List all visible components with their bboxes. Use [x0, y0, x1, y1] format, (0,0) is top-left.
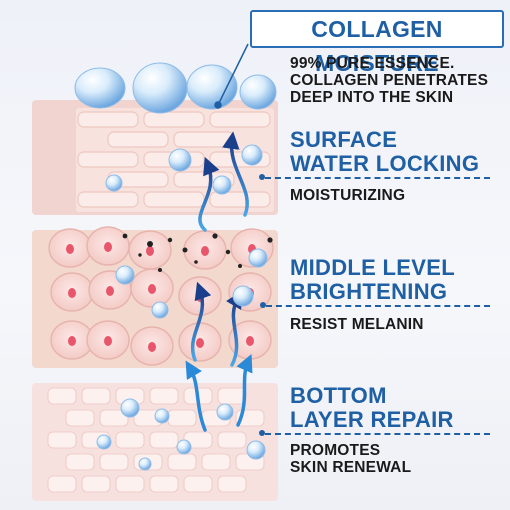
skin-cell — [81, 387, 111, 405]
penetration-arrows — [190, 131, 249, 367]
title-banner: COLLAGEN MOISTURE — [250, 10, 504, 76]
skin-cell — [217, 431, 247, 449]
cell-nucleus — [66, 244, 74, 254]
skin-cell — [201, 453, 231, 471]
water-droplets — [74, 62, 277, 471]
divider — [265, 433, 490, 435]
skin-cell — [99, 453, 129, 471]
skin-cell — [81, 475, 111, 493]
surface-skin-layer — [32, 100, 278, 215]
skin-cell — [143, 111, 205, 128]
skin-cell — [149, 475, 179, 493]
middle-heading: MIDDLE LEVEL BRIGHTENING — [290, 255, 455, 304]
intro-line: COLLAGEN PENETRATES — [290, 72, 489, 89]
skin-cell — [209, 111, 271, 128]
cell-nucleus — [148, 284, 156, 294]
skin-cell — [167, 409, 197, 427]
skin-cell — [47, 431, 77, 449]
skin-cell — [173, 131, 235, 148]
bottom-desc: PROMOTES SKIN RENEWAL — [290, 442, 412, 476]
cell-nucleus — [104, 336, 112, 346]
middle-skin-layer — [32, 226, 278, 368]
skin-cell — [149, 387, 179, 405]
skin-cell — [143, 191, 205, 208]
skin-cell — [183, 475, 213, 493]
skin-cell — [167, 453, 197, 471]
skin-cell — [115, 475, 145, 493]
intro-text: 99% PURE ESSENCE. COLLAGEN PENETRATES DE… — [290, 55, 488, 106]
intro-line: 99% PURE ESSENCE. — [290, 55, 455, 72]
skin-cell — [209, 191, 271, 208]
cell-nucleus — [146, 246, 154, 256]
skin-cell — [77, 191, 139, 208]
intro-line: DEEP INTO THE SKIN — [290, 89, 454, 106]
bottom-skin-layer — [32, 383, 278, 501]
cell-nucleus — [148, 342, 156, 352]
skin-cell — [65, 453, 95, 471]
skin-cell — [47, 475, 77, 493]
cell-nucleus — [246, 336, 254, 346]
surface-desc: MOISTURIZING — [290, 187, 406, 204]
skin-cell — [47, 387, 77, 405]
skin-cell — [115, 431, 145, 449]
bottom-heading: BOTTOM LAYER REPAIR — [290, 383, 454, 432]
surface-heading: SURFACE WATER LOCKING — [290, 127, 480, 176]
skin-cell — [149, 431, 179, 449]
skin-cell — [217, 475, 247, 493]
divider — [265, 177, 490, 179]
cell-nucleus — [104, 242, 112, 252]
skin-cell — [107, 131, 169, 148]
cell-nucleus — [201, 246, 209, 256]
skin-cell — [77, 151, 139, 168]
cell-nucleus — [106, 286, 114, 296]
skin-cell — [77, 111, 139, 128]
cell-nucleus — [68, 288, 76, 298]
cell-nucleus — [196, 338, 204, 348]
cell-nucleus — [68, 336, 76, 346]
middle-desc: RESIST MELANIN — [290, 316, 424, 333]
divider — [266, 305, 490, 307]
skin-cell — [65, 409, 95, 427]
leader-lines — [214, 43, 249, 109]
melanin-dots — [122, 233, 273, 272]
skin-cell — [99, 409, 129, 427]
skin-cell — [217, 387, 247, 405]
